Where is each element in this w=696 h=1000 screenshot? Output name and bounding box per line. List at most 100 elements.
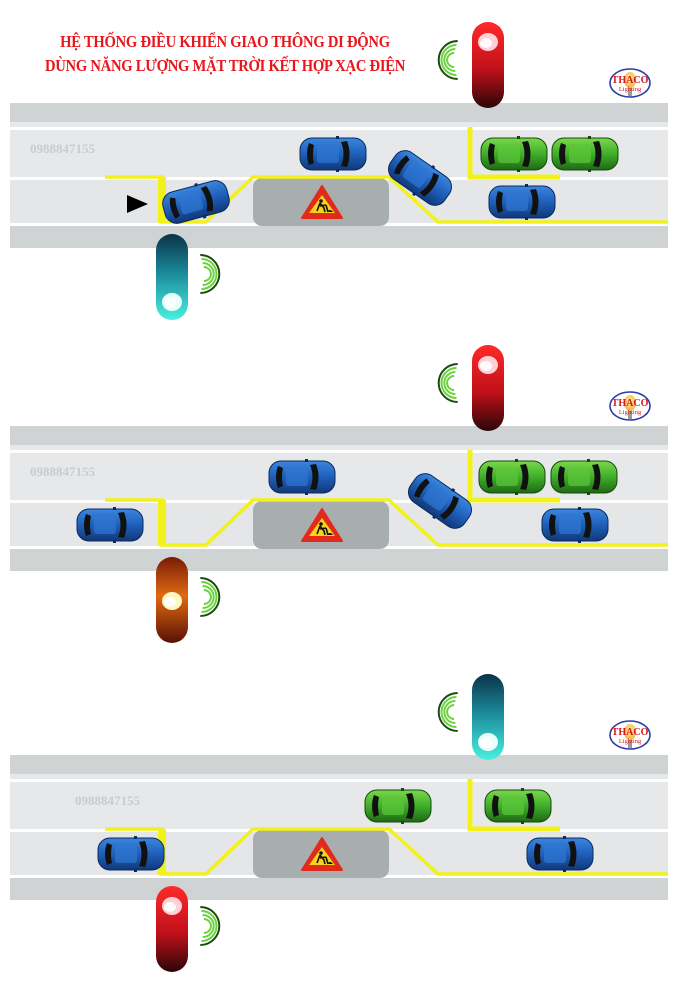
car-roof bbox=[568, 468, 590, 486]
top-sidewalk bbox=[10, 755, 668, 774]
rear-window bbox=[492, 795, 499, 817]
signal-wave-arc bbox=[200, 254, 221, 294]
worker-head bbox=[319, 199, 323, 203]
bottom-sidewalk bbox=[10, 549, 668, 571]
worker-figure bbox=[316, 854, 329, 865]
mirror-right bbox=[587, 492, 590, 495]
mirror-left bbox=[451, 487, 456, 493]
bulb-icon bbox=[624, 72, 636, 88]
mirror-left bbox=[336, 136, 339, 139]
windshield bbox=[310, 464, 319, 490]
phone-number: 0988847155 bbox=[75, 793, 141, 808]
mirror-left bbox=[587, 459, 590, 462]
mirror-left bbox=[578, 507, 581, 510]
stop-line-right bbox=[467, 127, 560, 180]
top-sidewalk bbox=[10, 103, 668, 122]
mirror-left bbox=[401, 788, 404, 791]
lane-1 bbox=[10, 782, 668, 829]
top-sidewalk bbox=[10, 426, 668, 445]
windshield bbox=[139, 841, 148, 867]
mirror-right bbox=[113, 540, 116, 543]
rear-window bbox=[558, 466, 565, 488]
lamp-highlight bbox=[480, 738, 492, 748]
dirt-pile bbox=[327, 210, 333, 212]
direction-arrow-icon bbox=[127, 195, 148, 213]
rear-window bbox=[276, 466, 283, 488]
windshield bbox=[583, 512, 592, 538]
road-work-sign-icon bbox=[301, 185, 343, 219]
mirror-right bbox=[336, 169, 339, 172]
road-work-sign-icon bbox=[301, 837, 343, 871]
car-roof bbox=[502, 797, 524, 815]
top-traffic-light bbox=[472, 674, 504, 760]
windshield bbox=[406, 793, 415, 819]
windshield bbox=[593, 141, 602, 167]
car-blue bbox=[268, 459, 336, 495]
rear-window bbox=[488, 143, 495, 165]
wireless-signal-icon bbox=[200, 906, 221, 946]
signal-wave-arc bbox=[440, 696, 457, 728]
top-traffic-light bbox=[472, 22, 504, 108]
mirror-right bbox=[401, 821, 404, 824]
logo-brand: THACO bbox=[612, 727, 649, 738]
wireless-signal-icon bbox=[437, 692, 458, 732]
signal-wave-arc bbox=[437, 363, 458, 403]
windshield bbox=[419, 172, 439, 197]
mirror-right bbox=[202, 214, 207, 219]
car-green bbox=[551, 136, 619, 172]
rear-window bbox=[372, 795, 379, 817]
rear-window bbox=[534, 843, 541, 865]
title-line-2: DÙNG NĂNG LƯỢNG MẶT TRỜI KẾT HỢP XẠC ĐIỆ… bbox=[44, 56, 406, 75]
signal-wave-arc bbox=[437, 692, 458, 732]
sign-face bbox=[309, 847, 335, 865]
signal-wave-arc bbox=[437, 40, 458, 80]
car-roof bbox=[402, 162, 429, 188]
mirror-right bbox=[515, 492, 518, 495]
signal-wave-arc bbox=[443, 48, 456, 72]
car-roof bbox=[569, 145, 591, 163]
mirror-left bbox=[525, 184, 528, 187]
rear-window bbox=[394, 155, 410, 175]
wireless-signal-icon bbox=[437, 363, 458, 403]
mirror-right bbox=[578, 540, 581, 543]
car-blue bbox=[76, 507, 144, 543]
bottom-traffic-light bbox=[156, 886, 188, 972]
sign-face bbox=[309, 195, 335, 213]
mirror-right bbox=[588, 169, 591, 172]
car-blue bbox=[97, 836, 165, 872]
signal-wave-arc bbox=[446, 52, 455, 68]
stop-line-left bbox=[158, 500, 166, 546]
car-blue bbox=[408, 473, 472, 529]
signal-wave-arc bbox=[203, 589, 212, 605]
signal-wave-arc bbox=[200, 577, 221, 617]
car-roof bbox=[544, 845, 566, 863]
bulb-base-icon bbox=[628, 740, 632, 748]
windshield bbox=[341, 141, 350, 167]
bulb-base-icon bbox=[628, 411, 632, 419]
top-shoulder bbox=[10, 122, 668, 127]
signal-wave-arc bbox=[446, 375, 455, 391]
worker-figure bbox=[316, 202, 329, 213]
car-green bbox=[480, 136, 548, 172]
logo-subtitle: Lighting bbox=[619, 738, 642, 745]
mirror-right bbox=[134, 869, 137, 872]
rear-window bbox=[105, 843, 112, 865]
signal-wave-arc bbox=[203, 266, 212, 282]
windshield bbox=[530, 189, 539, 215]
mirror-right bbox=[305, 492, 308, 495]
lane-line-top bbox=[10, 450, 668, 453]
signal-wave-arc bbox=[440, 44, 457, 76]
bottom-traffic-light bbox=[156, 234, 188, 320]
rear-window bbox=[414, 478, 430, 498]
signal-wave-arc bbox=[440, 367, 457, 399]
mirror-right bbox=[517, 169, 520, 172]
windshield bbox=[592, 464, 601, 490]
bottom-traffic-light bbox=[156, 557, 188, 643]
car-blue bbox=[388, 150, 452, 206]
mirror-left bbox=[521, 788, 524, 791]
rear-window bbox=[496, 191, 503, 213]
bulb-icon bbox=[624, 395, 636, 411]
logo-subtitle: Lighting bbox=[619, 409, 642, 416]
